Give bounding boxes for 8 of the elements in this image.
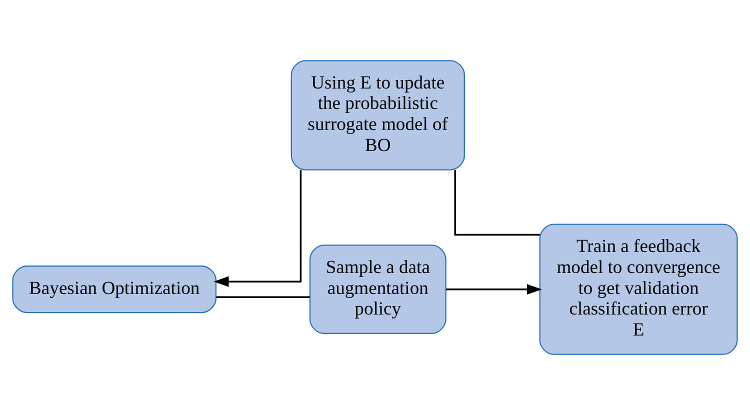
connector xyxy=(454,170,540,236)
node-box: Bayesian Optimization xyxy=(12,266,217,314)
arrow xyxy=(214,170,302,287)
node-box: Sample a data augmentation policy xyxy=(309,244,446,334)
node-box: Using E to update the probabilistic surrogate model of BO xyxy=(290,60,465,170)
connector xyxy=(216,296,310,298)
node-box: Train a feedback model to convergence to get validation classification error E xyxy=(539,224,738,355)
arrow xyxy=(446,284,542,295)
